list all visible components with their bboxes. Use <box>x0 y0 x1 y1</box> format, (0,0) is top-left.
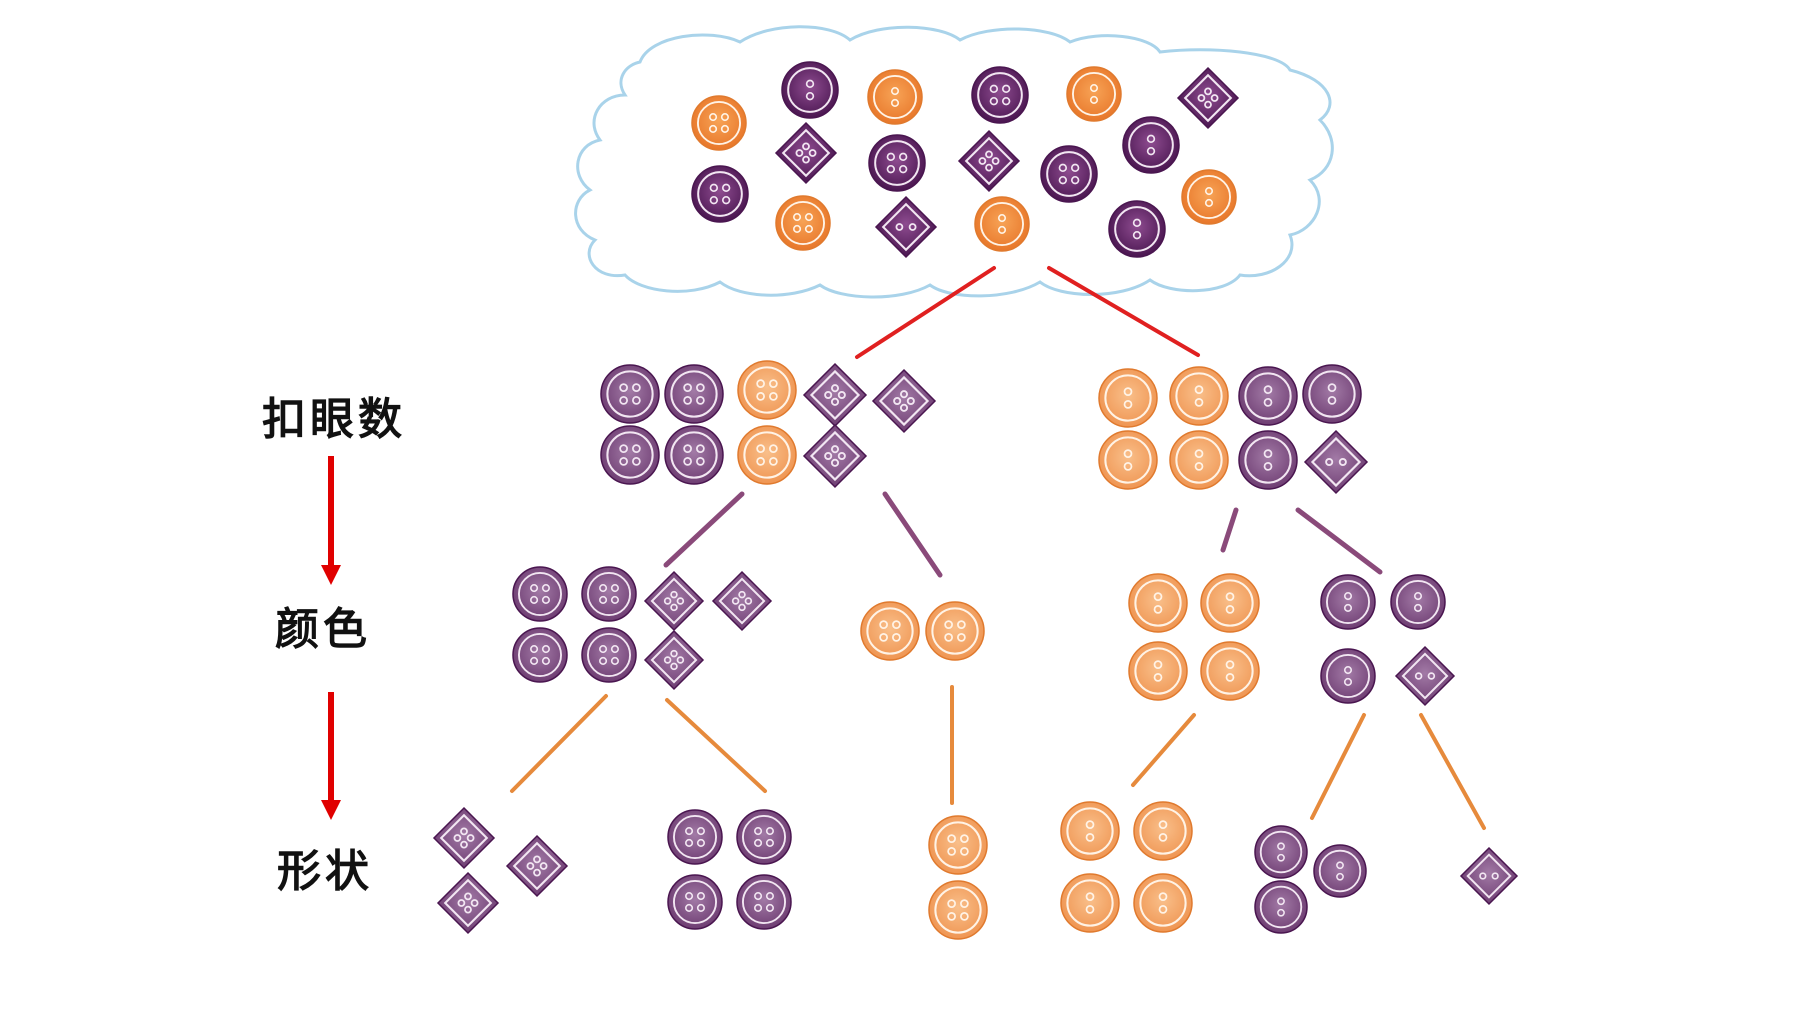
orange-round-button-icon <box>867 69 923 125</box>
purple-round-button-icon <box>1122 116 1180 174</box>
orange-round-button-icon <box>860 601 920 661</box>
purple-round-button-icon <box>736 874 792 930</box>
purple-round-button-icon <box>1238 366 1298 426</box>
purple-round-button-icon <box>664 425 724 485</box>
tree-edges <box>510 266 1486 830</box>
orange-round-button-icon <box>1098 368 1158 428</box>
purple-round-button-icon <box>1238 430 1298 490</box>
level-label-color: 颜色 <box>275 604 371 655</box>
purple-round-button-icon <box>1040 145 1098 203</box>
purple-square-button-icon <box>1394 645 1456 707</box>
orange-round-button-icon <box>691 95 747 151</box>
orange-round-button-icon <box>1066 66 1122 122</box>
level-arrows <box>321 456 341 820</box>
purple-round-button-icon <box>691 165 749 223</box>
down-arrow-icon <box>321 456 341 585</box>
purple-round-button-icon <box>1254 825 1308 879</box>
edge-four-holes-to-purple <box>663 491 745 568</box>
level-label-holes: 扣眼数 <box>262 394 406 445</box>
edge-two-orange-to-round <box>1131 713 1196 787</box>
purple-round-button-icon <box>1320 574 1376 630</box>
orange-round-button-icon <box>1181 169 1237 225</box>
orange-round-button-icon <box>775 195 831 251</box>
purple-round-button-icon <box>868 134 926 192</box>
purple-round-button-icon <box>600 364 660 424</box>
orange-round-button-icon <box>1060 873 1120 933</box>
orange-round-button-icon <box>1128 641 1188 701</box>
purple-square-button-icon <box>436 871 500 935</box>
edge-four-purple-to-square <box>510 694 608 793</box>
cloud-outline <box>574 25 1334 299</box>
purple-round-button-icon <box>1108 200 1166 258</box>
orange-round-button-icon <box>1200 573 1260 633</box>
edge-root-to-two-holes <box>1047 266 1200 357</box>
purple-square-button-icon <box>871 368 937 434</box>
purple-round-button-icon <box>1313 844 1367 898</box>
purple-square-button-icon <box>1459 846 1519 906</box>
edge-two-holes-to-orange <box>1220 507 1239 553</box>
purple-square-button-icon <box>1303 429 1369 495</box>
purple-round-button-icon <box>781 61 839 119</box>
purple-square-button-icon <box>643 570 705 632</box>
orange-round-button-icon <box>928 815 988 875</box>
orange-round-button-icon <box>737 425 797 485</box>
purple-round-button-icon <box>664 364 724 424</box>
purple-round-button-icon <box>971 66 1029 124</box>
purple-square-button-icon <box>874 195 938 259</box>
purple-round-button-icon <box>1254 880 1308 934</box>
orange-round-button-icon <box>737 360 797 420</box>
purple-square-button-icon <box>957 129 1021 193</box>
orange-round-button-icon <box>1169 366 1229 426</box>
purple-square-button-icon <box>432 806 496 870</box>
purple-square-button-icon <box>505 834 569 898</box>
purple-round-button-icon <box>600 425 660 485</box>
orange-round-button-icon <box>1169 430 1229 490</box>
purple-square-button-icon <box>1176 66 1240 130</box>
purple-round-button-icon <box>512 627 568 683</box>
edge-two-purple-to-square <box>1419 713 1486 830</box>
orange-round-button-icon <box>925 601 985 661</box>
orange-round-button-icon <box>928 880 988 940</box>
edge-two-purple-to-round <box>1310 713 1366 820</box>
down-arrow-icon <box>321 692 341 820</box>
purple-round-button-icon <box>667 809 723 865</box>
buttons-layer <box>432 61 1519 940</box>
purple-round-button-icon <box>1320 648 1376 704</box>
purple-round-button-icon <box>667 874 723 930</box>
purple-round-button-icon <box>736 809 792 865</box>
purple-square-button-icon <box>774 121 838 185</box>
purple-round-button-icon <box>1390 574 1446 630</box>
purple-square-button-icon <box>643 629 705 691</box>
orange-round-button-icon <box>974 196 1030 252</box>
orange-round-button-icon <box>1060 801 1120 861</box>
button-cloud <box>574 25 1334 299</box>
purple-square-button-icon <box>802 362 868 428</box>
purple-square-button-icon <box>802 423 868 489</box>
purple-round-button-icon <box>581 627 637 683</box>
orange-round-button-icon <box>1128 573 1188 633</box>
edge-four-purple-to-round <box>665 698 767 793</box>
purple-round-button-icon <box>512 566 568 622</box>
edge-two-holes-to-purple <box>1295 507 1383 575</box>
level-label-shape: 形状 <box>277 846 373 897</box>
orange-round-button-icon <box>1200 641 1260 701</box>
purple-square-button-icon <box>711 570 773 632</box>
edge-root-to-four-holes <box>855 266 996 359</box>
edge-four-holes-to-orange <box>882 491 943 578</box>
orange-round-button-icon <box>1133 873 1193 933</box>
purple-round-button-icon <box>581 566 637 622</box>
orange-round-button-icon <box>1133 801 1193 861</box>
purple-round-button-icon <box>1302 364 1362 424</box>
orange-round-button-icon <box>1098 430 1158 490</box>
